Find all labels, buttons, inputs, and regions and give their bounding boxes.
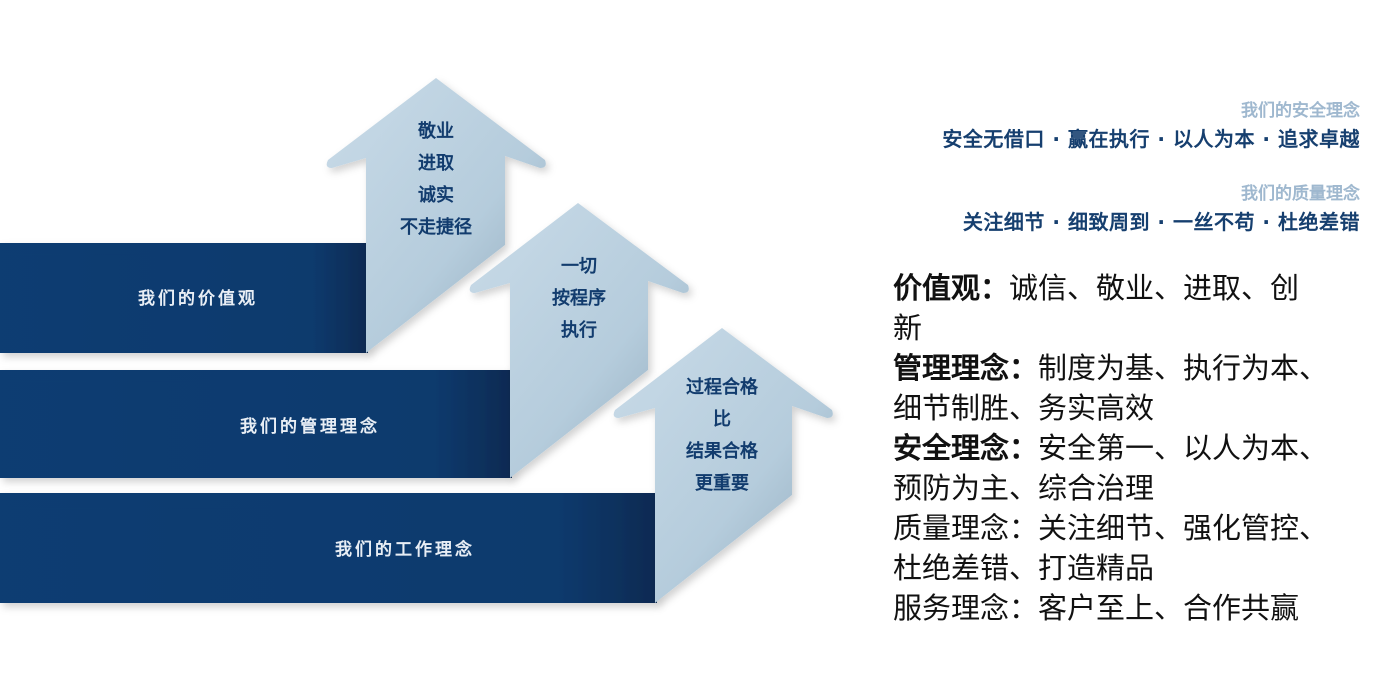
arrow3-line: 过程合格 bbox=[686, 376, 759, 398]
principle-values: 价值观：诚信、敬业、进取、创 bbox=[893, 268, 1383, 308]
principle-label: 安全理念： bbox=[893, 431, 1039, 465]
staircase-arrow-diagram: 我们的价值观 我们的管理理念 我们的工作理念 敬业 进取 诚实 不走捷径 一切 … bbox=[0, 78, 833, 603]
arrow3-line: 更重要 bbox=[695, 472, 749, 494]
arrow2-line: 执行 bbox=[561, 319, 597, 341]
arrow2-line: 一切 bbox=[561, 256, 597, 277]
principle-label: 管理理念： bbox=[893, 351, 1039, 385]
band-label-management: 我们的管理理念 bbox=[240, 416, 380, 437]
principle-label: 质量理念： bbox=[893, 511, 1039, 545]
arrow3-line: 比 bbox=[713, 409, 731, 430]
principle-management: 管理理念：制度为基、执行为本、 bbox=[893, 348, 1383, 388]
arrow-up-1 bbox=[326, 78, 546, 353]
principle-label: 价值观： bbox=[893, 271, 1010, 305]
arrow3-line: 结果合格 bbox=[686, 440, 759, 462]
principle-text: 诚信、敬业、进取、创 bbox=[1009, 271, 1300, 305]
principle-text-cont: 新 bbox=[893, 311, 923, 345]
band-work bbox=[0, 493, 657, 603]
principles-list: 价值观：诚信、敬业、进取、创 新 管理理念：制度为基、执行为本、 细节制胜、务实… bbox=[893, 268, 1383, 628]
safety-slogan: 安全无借口 · 赢在执行 · 以人为本 · 追求卓越 bbox=[942, 127, 1360, 151]
band-label-values: 我们的价值观 bbox=[138, 288, 258, 309]
arrow-up-3 bbox=[613, 328, 833, 603]
safety-tag: 我们的安全理念 bbox=[1241, 101, 1360, 121]
arrow1-line: 敬业 bbox=[417, 120, 454, 142]
quality-slogan: 关注细节 · 细致周到 · 一丝不苟 · 杜绝差错 bbox=[962, 210, 1360, 234]
principle-text: 关注细节、强化管控、 bbox=[1038, 511, 1329, 545]
arrow1-line: 诚实 bbox=[418, 184, 454, 206]
band-management bbox=[0, 370, 512, 478]
principle-text-cont: 杜绝差错、打造精品 bbox=[893, 551, 1155, 585]
principle-text-cont: 细节制胜、务实高效 bbox=[893, 391, 1155, 425]
principle-text: 制度为基、执行为本、 bbox=[1038, 351, 1329, 385]
principle-safety: 安全理念：安全第一、以人为本、 bbox=[893, 428, 1383, 468]
principle-text: 客户至上、合作共赢 bbox=[1038, 591, 1300, 625]
band-label-work: 我们的工作理念 bbox=[335, 539, 475, 560]
principle-text-cont: 预防为主、综合治理 bbox=[893, 471, 1155, 505]
band-values bbox=[0, 243, 368, 353]
arrow1-line: 不走捷径 bbox=[400, 216, 472, 238]
arrow-up-2 bbox=[469, 203, 689, 478]
arrow1-line: 进取 bbox=[418, 153, 455, 174]
principle-text: 安全第一、以人为本、 bbox=[1038, 431, 1329, 465]
arrow2-line: 按程序 bbox=[552, 287, 606, 309]
principle-quality: 质量理念：关注细节、强化管控、 bbox=[893, 508, 1383, 548]
quality-tag: 我们的质量理念 bbox=[1241, 184, 1360, 204]
principle-service: 服务理念：客户至上、合作共赢 bbox=[893, 588, 1383, 628]
principle-label: 服务理念： bbox=[893, 591, 1039, 625]
